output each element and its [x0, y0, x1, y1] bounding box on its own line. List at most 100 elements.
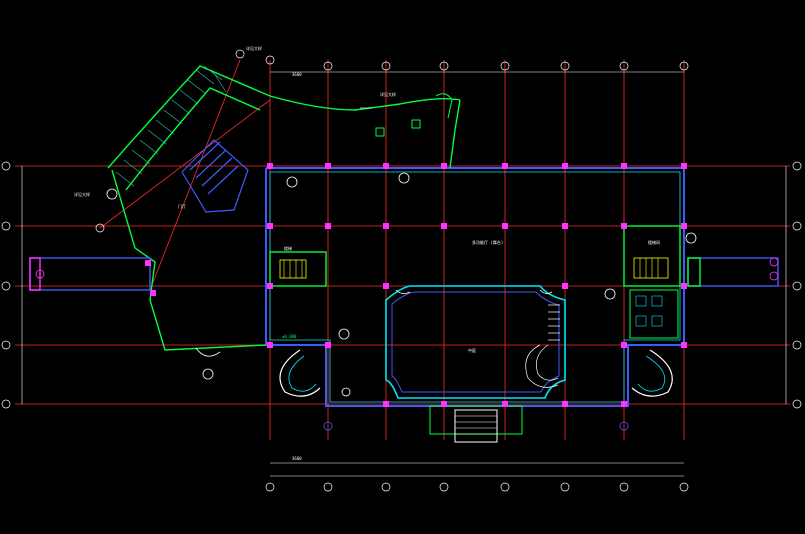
hatch-line: [163, 109, 183, 125]
hatch-line: [155, 119, 175, 135]
stair-core-box: [623, 225, 681, 287]
column: [621, 223, 627, 229]
detail-curve: [435, 93, 453, 119]
hatch-line: [203, 65, 223, 81]
column: [267, 342, 273, 348]
column: [562, 223, 568, 229]
right-corridor: [687, 257, 779, 287]
wing-stair: [181, 139, 249, 213]
hatch-line: [147, 129, 167, 145]
note-lobby: 门厅: [178, 203, 186, 209]
columns: [145, 163, 687, 407]
bay-left-outer: [279, 349, 321, 397]
stair-core-flight: [633, 257, 669, 279]
marker-circle: [619, 421, 629, 431]
atrium-outline: [385, 285, 566, 399]
hatch-line: [123, 159, 143, 175]
axis-bubble: [619, 61, 629, 71]
restroom-block: [629, 289, 679, 339]
axis-bubble: [560, 61, 570, 71]
marker-circle: [286, 176, 298, 188]
doors: [195, 289, 553, 357]
column: [325, 342, 331, 348]
marker-circle: [685, 232, 697, 244]
annotations: 多功能厅 (舞台) 中庭 楼梯 楼梯间 ±0.000 3600 3600 详见大…: [74, 45, 660, 461]
hatch-line: [139, 139, 159, 155]
label-elevation: ±0.000: [282, 334, 297, 339]
hatch-line: [195, 69, 215, 85]
round-bays: [279, 349, 673, 397]
stair-tread: [207, 165, 239, 195]
column: [383, 163, 389, 169]
column: [325, 223, 331, 229]
column: [325, 163, 331, 169]
wing-hatching: [115, 65, 227, 187]
column: [150, 290, 156, 296]
axis-bubble: [792, 161, 802, 171]
axis-bubble: [792, 399, 802, 409]
bay-left-inner: [288, 355, 317, 392]
axis-bubble: [1, 161, 11, 171]
wing-outer-edge: [107, 65, 461, 169]
axis-bubble: [381, 61, 391, 71]
marker-circle: [769, 257, 779, 267]
left-corridor: [29, 257, 151, 291]
axis-bubble: [792, 281, 802, 291]
label-dim-top: 3600: [292, 72, 302, 77]
column: [441, 163, 447, 169]
axis-bubble: [679, 61, 689, 71]
axis-bubble: [500, 61, 510, 71]
column: [621, 401, 627, 407]
door-swing: [539, 289, 553, 294]
spiral-stair: [525, 304, 560, 388]
column: [145, 260, 151, 266]
bay-right-inner: [637, 355, 666, 392]
stair-arc-inner: [536, 344, 559, 381]
axis-bubble: [619, 482, 629, 492]
column: [267, 283, 273, 289]
column: [502, 163, 508, 169]
axis-bubble: [265, 55, 275, 65]
axis-bubble: [1, 340, 11, 350]
column: [681, 163, 687, 169]
atrium: [385, 285, 566, 399]
axis-bubble: [560, 482, 570, 492]
marker-circle: [341, 387, 351, 397]
main-entrance: [429, 405, 523, 443]
axis-bubble: [95, 223, 105, 233]
section-markers: [35, 172, 779, 431]
right-stair-core: [623, 225, 681, 339]
wing-east-link: [449, 99, 461, 169]
detail-box: [411, 119, 421, 129]
corridor-right-end: [687, 257, 701, 287]
column: [502, 223, 508, 229]
hatch-line: [187, 79, 207, 95]
column: [681, 283, 687, 289]
stair-tread: [201, 157, 233, 187]
column: [441, 223, 447, 229]
marker-circle: [398, 172, 410, 184]
curved-wing: [107, 65, 461, 351]
door-swing: [395, 289, 411, 294]
label-dim-bottom: 3600: [292, 456, 302, 461]
column: [621, 342, 627, 348]
hatch-line: [131, 149, 151, 165]
stair-tread: [189, 141, 221, 171]
hatch-line: [211, 69, 227, 93]
column: [562, 401, 568, 407]
marker-circle: [604, 288, 616, 300]
axis-bubble: [439, 482, 449, 492]
marker-circle: [202, 368, 214, 380]
column: [621, 163, 627, 169]
note-left: 详见大样: [74, 191, 90, 197]
stair-core-box: [269, 251, 327, 287]
axis-bubble: [679, 482, 689, 492]
label-atrium: 中庭: [468, 347, 476, 353]
column: [267, 163, 273, 169]
axis-bubble: [792, 221, 802, 231]
column: [383, 223, 389, 229]
left-stair-core: [269, 251, 327, 287]
